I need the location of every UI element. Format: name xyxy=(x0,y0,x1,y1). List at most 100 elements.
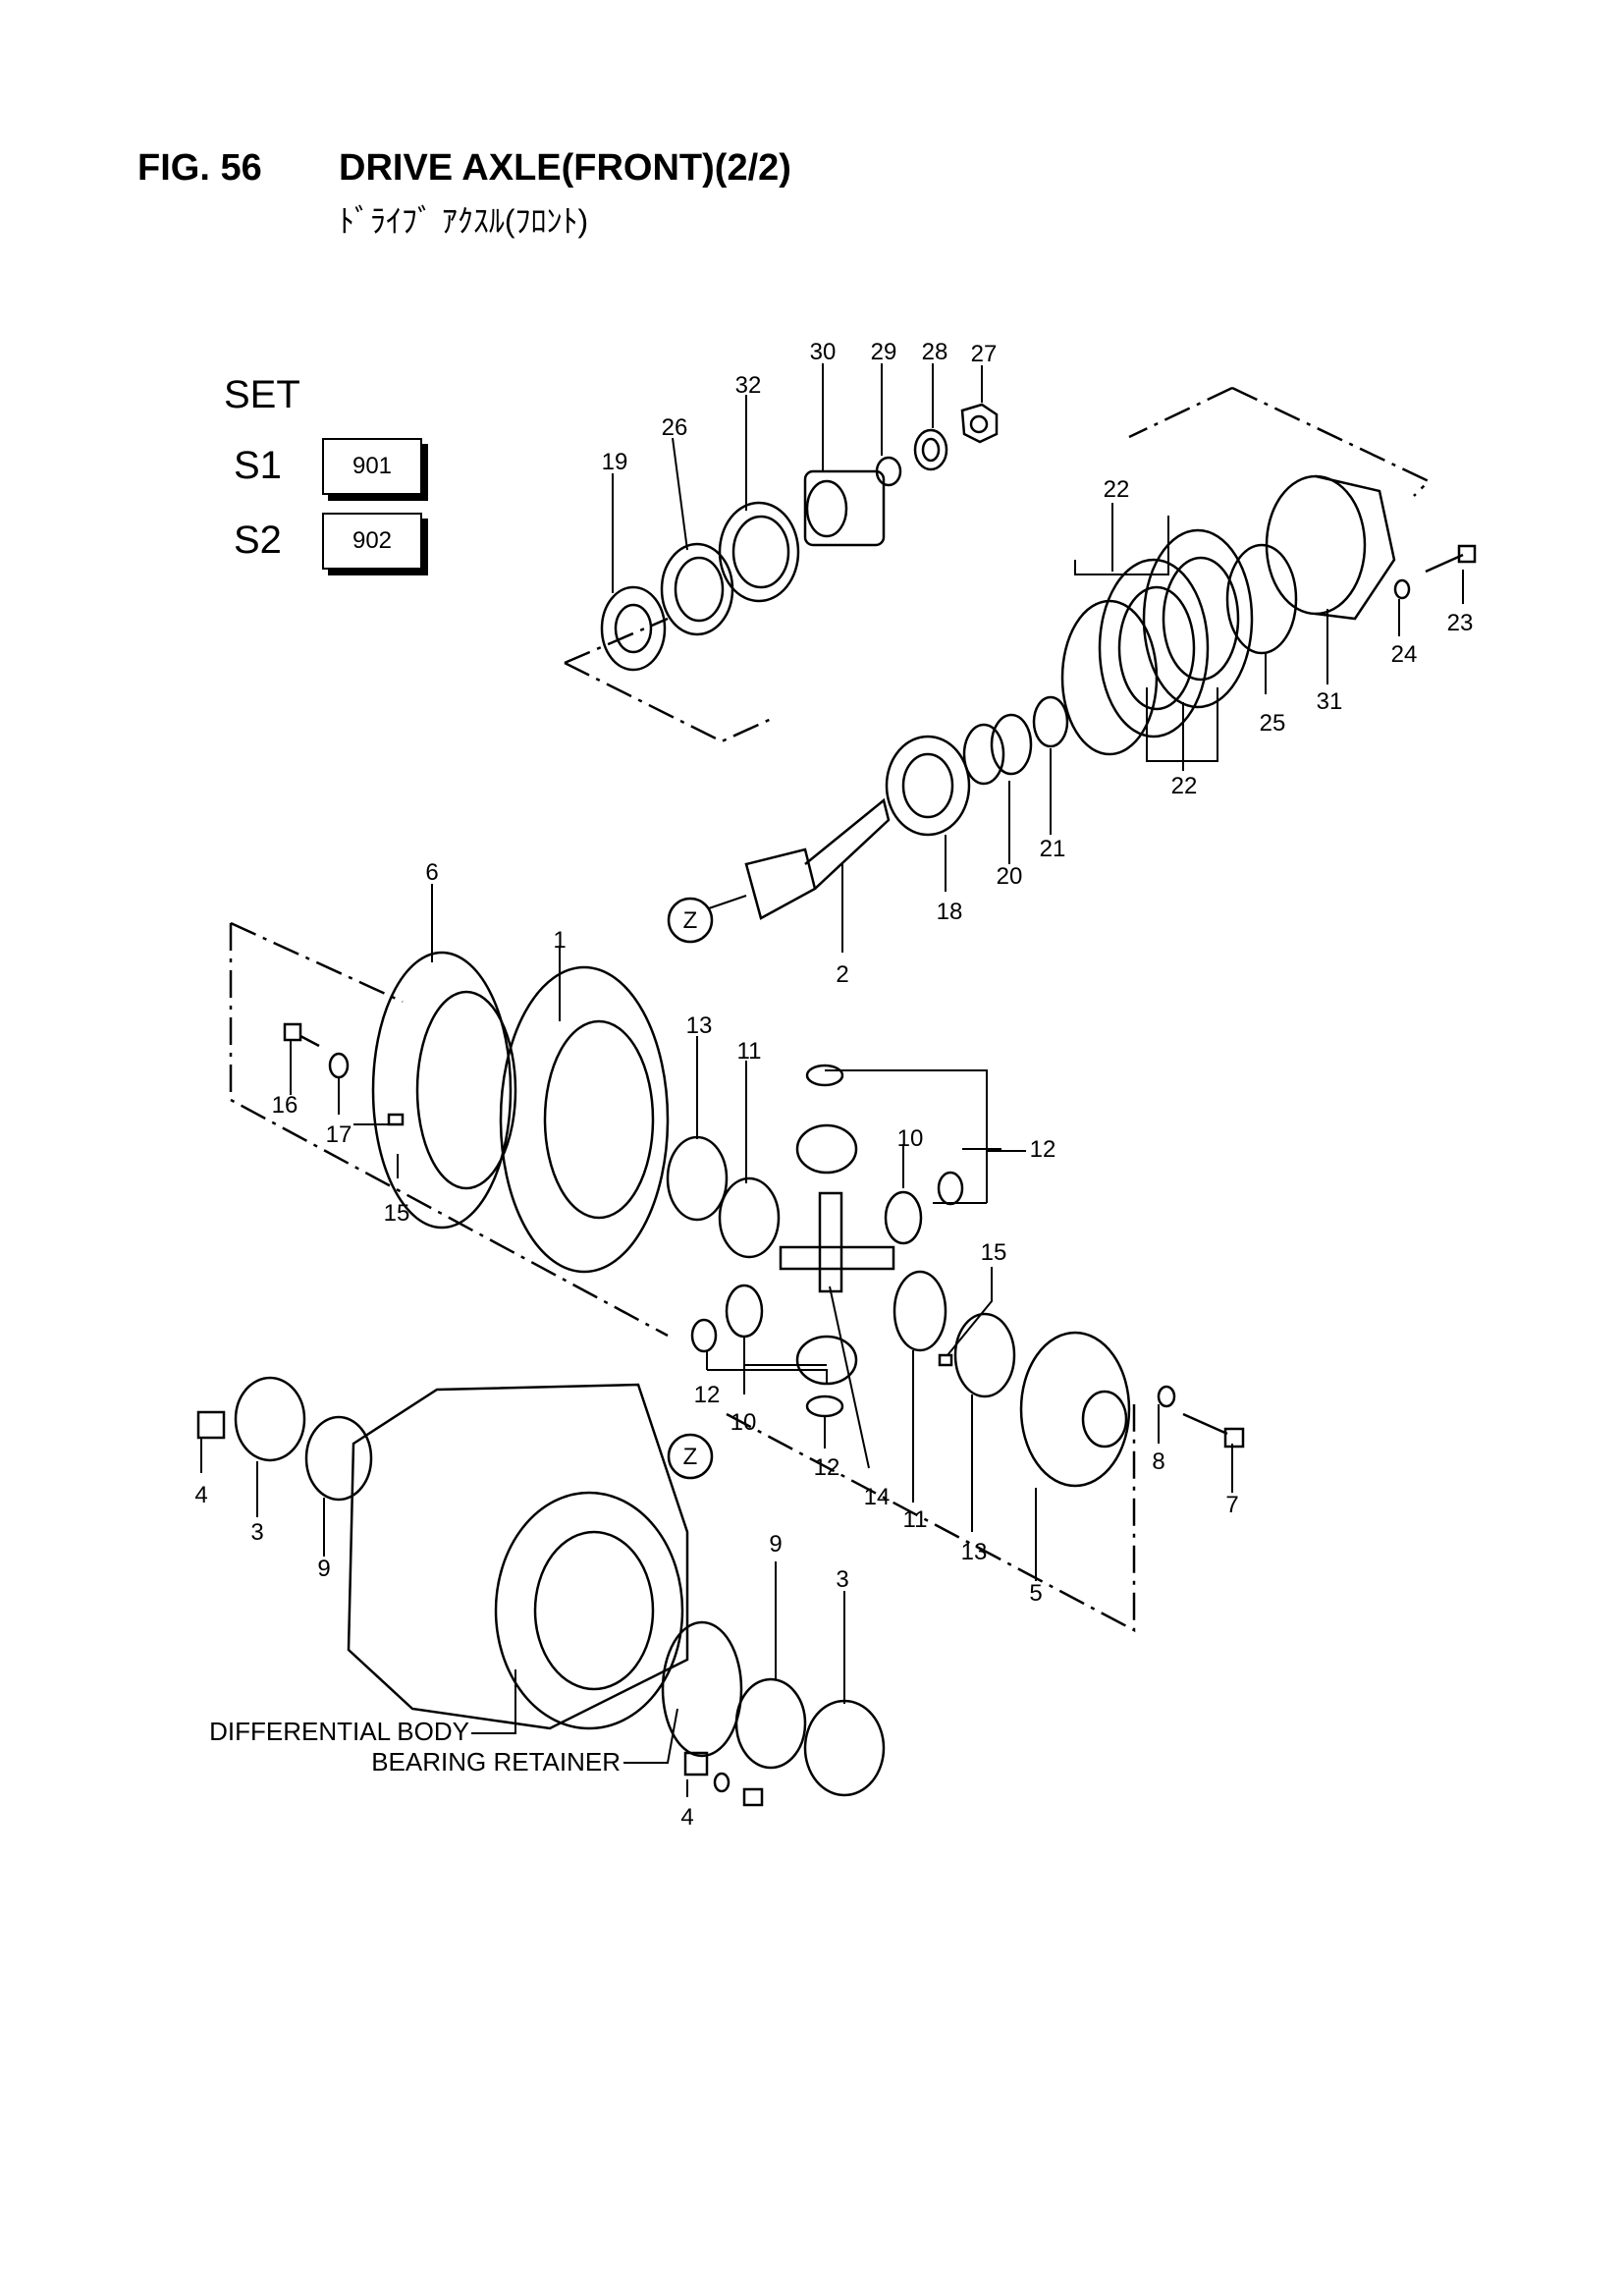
leader-lines xyxy=(200,363,1464,1797)
part-3-adjust-nut-right[interactable] xyxy=(803,1699,886,1797)
label-differential-body: DIFFERENTIAL BODY xyxy=(209,1717,469,1746)
part-1-ring-gear[interactable] xyxy=(499,965,670,1274)
part-22-clutch-plates[interactable] xyxy=(1060,528,1254,756)
part-16-bolt[interactable] xyxy=(283,1022,320,1048)
part-12-washer-right[interactable] xyxy=(937,1171,964,1206)
callout-28: 28 xyxy=(922,339,948,365)
set-code-box-s2[interactable]: 902 xyxy=(322,513,422,570)
callout-14: 14 xyxy=(864,1484,891,1510)
callout-29: 29 xyxy=(871,339,897,365)
part-20-spacer[interactable] xyxy=(962,713,1033,786)
differential-body[interactable] xyxy=(347,1383,689,1730)
part-14-cross-spider[interactable] xyxy=(779,1191,895,1293)
part-25-ring[interactable] xyxy=(1225,543,1298,655)
part-6-carrier-flange[interactable] xyxy=(371,951,517,1230)
part-12-washer-top[interactable] xyxy=(805,1064,844,1087)
part-27-nut[interactable] xyxy=(960,403,999,444)
part-9-bearing-left[interactable] xyxy=(304,1415,373,1502)
callout-24: 24 xyxy=(1391,641,1418,668)
part-18-bearing[interactable] xyxy=(885,735,971,837)
label-bearing-retainer: BEARING RETAINER xyxy=(371,1747,621,1777)
bearing-retainer[interactable] xyxy=(661,1620,743,1758)
callout-7: 7 xyxy=(1225,1492,1238,1518)
callout-12-right: 12 xyxy=(1030,1136,1056,1163)
part-7-bolt[interactable] xyxy=(1182,1412,1245,1449)
callout-9-left: 9 xyxy=(317,1556,330,1582)
callout-26: 26 xyxy=(662,414,688,441)
part-31-lsd-housing[interactable] xyxy=(1265,474,1396,621)
callout-10-lower: 10 xyxy=(730,1409,757,1436)
callout-12-bottom: 12 xyxy=(814,1454,840,1481)
part-3-adjust-nut-left[interactable] xyxy=(234,1376,306,1462)
callout-3-right: 3 xyxy=(836,1566,848,1593)
callout-27: 27 xyxy=(971,341,998,367)
callout-13-upper: 13 xyxy=(686,1012,713,1039)
part-30-flange[interactable] xyxy=(803,469,886,547)
part-2-pinion-shaft[interactable] xyxy=(744,797,891,920)
set-row-label-s2: S2 xyxy=(234,519,282,562)
part-4-lock-plate-left[interactable] xyxy=(196,1410,226,1440)
assembly-outline-upper xyxy=(564,386,1432,743)
part-8-washer[interactable] xyxy=(1157,1385,1176,1408)
callout-12-left: 12 xyxy=(694,1382,721,1408)
callout-20: 20 xyxy=(997,863,1023,890)
callout-13-lower: 13 xyxy=(961,1539,988,1565)
callout-2: 2 xyxy=(836,961,848,988)
figure-number: FIG. 56 xyxy=(137,147,262,189)
part-21-ring[interactable] xyxy=(1032,695,1069,748)
part-10-pinion-gear-top[interactable] xyxy=(795,1123,858,1175)
callout-18: 18 xyxy=(937,899,963,925)
reference-z-circle-upper[interactable] xyxy=(667,897,714,944)
callout-15-right: 15 xyxy=(981,1239,1007,1266)
part-24-washer[interactable] xyxy=(1393,578,1411,600)
part-28-washer[interactable] xyxy=(913,428,948,471)
part-29-o-ring[interactable] xyxy=(875,456,902,487)
part-13-thrust-washer-upper[interactable] xyxy=(666,1135,729,1222)
callout-30: 30 xyxy=(810,339,837,365)
callout-15-left: 15 xyxy=(384,1200,410,1227)
part-11-side-gear-upper[interactable] xyxy=(718,1176,781,1259)
part-15-pin-left[interactable] xyxy=(387,1113,405,1126)
figure-title: DRIVE AXLE(FRONT)(2/2) xyxy=(339,147,791,189)
part-12-washer-bottom[interactable] xyxy=(805,1394,844,1418)
part-13-thrust-washer-lower[interactable] xyxy=(953,1312,1016,1398)
part-4-lock-plate-right[interactable] xyxy=(683,1751,764,1807)
set-code-box-s1[interactable]: 901 xyxy=(322,438,422,495)
assembly-outline-lower xyxy=(229,921,1136,1633)
callout-23: 23 xyxy=(1447,610,1474,636)
callout-25: 25 xyxy=(1260,710,1286,737)
callout-9-right: 9 xyxy=(769,1531,782,1558)
callout-31: 31 xyxy=(1317,688,1343,715)
callout-21: 21 xyxy=(1040,836,1066,862)
set-row-label-s1: S1 xyxy=(234,444,282,487)
callout-17: 17 xyxy=(326,1121,352,1148)
callout-32: 32 xyxy=(735,372,762,399)
callout-22-upper: 22 xyxy=(1104,476,1130,503)
part-10-pinion-gear-right[interactable] xyxy=(884,1190,923,1245)
part-11-side-gear-lower[interactable] xyxy=(893,1270,947,1352)
part-9-bearing-right[interactable] xyxy=(734,1677,807,1770)
part-17-washer[interactable] xyxy=(328,1052,350,1079)
figure-subtitle-japanese: ﾄﾞﾗｲﾌﾞ ｱｸｽﾙ(ﾌﾛﾝﾄ) xyxy=(339,203,589,239)
reference-z-circle-lower[interactable] xyxy=(667,1433,714,1480)
part-5-differential-case[interactable] xyxy=(1019,1331,1131,1488)
part-19-bearing[interactable] xyxy=(600,585,667,672)
part-23-bolt[interactable] xyxy=(1425,544,1477,574)
part-26-seal[interactable] xyxy=(660,542,734,636)
part-10-pinion-gear-left[interactable] xyxy=(725,1284,764,1339)
callout-11-upper: 11 xyxy=(737,1038,762,1065)
callout-1: 1 xyxy=(553,927,566,954)
callout-5: 5 xyxy=(1029,1580,1042,1607)
callout-6: 6 xyxy=(425,859,438,886)
callout-4-left: 4 xyxy=(194,1482,207,1508)
callout-19: 19 xyxy=(602,449,628,475)
part-32-seal[interactable] xyxy=(718,501,800,603)
callout-10-upper: 10 xyxy=(897,1125,924,1152)
part-10-pinion-gear-bottom[interactable] xyxy=(795,1335,858,1386)
set-legend-title: SET xyxy=(224,373,300,416)
part-12-washer-left[interactable] xyxy=(690,1318,718,1353)
callout-8: 8 xyxy=(1152,1449,1164,1475)
part-15-pin-right[interactable] xyxy=(938,1353,953,1367)
reference-z-lower: Z xyxy=(683,1444,698,1470)
